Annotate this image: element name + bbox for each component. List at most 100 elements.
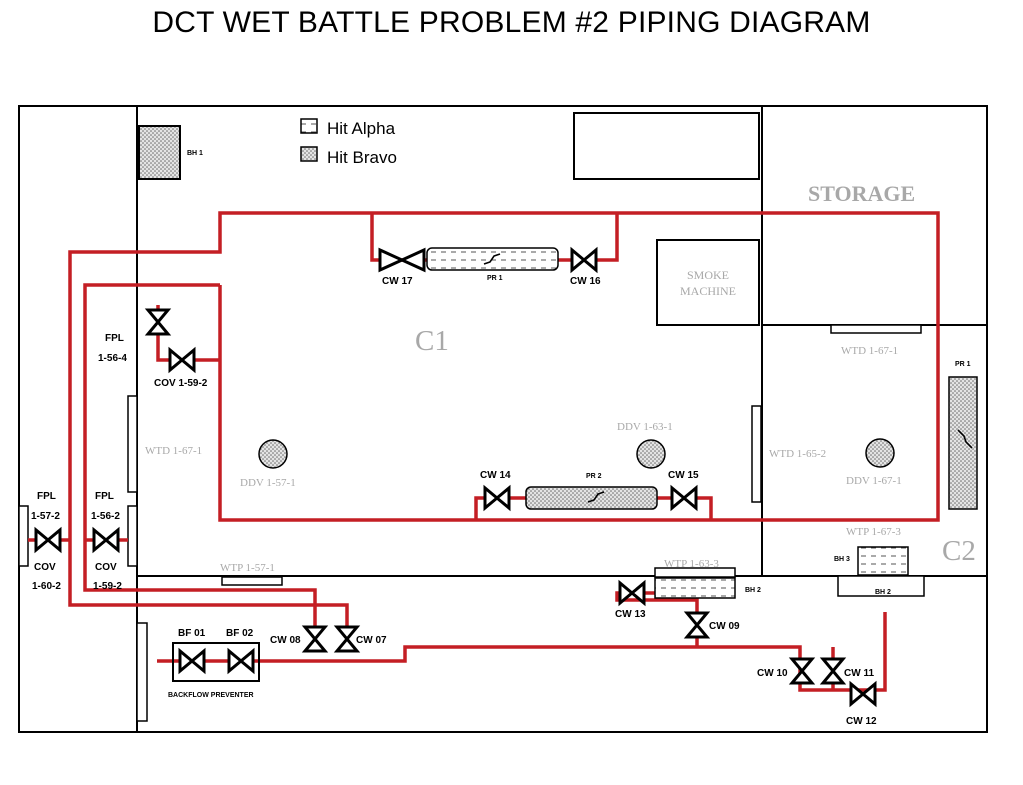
bh2-bottom-label: BH 2 bbox=[875, 589, 891, 596]
wtd-1-67-1-left-label: WTD 1-67-1 bbox=[145, 445, 202, 457]
outer-hull bbox=[18, 105, 988, 733]
bh2-top-label: BH 2 bbox=[745, 587, 761, 594]
compartment-c2-label: C2 bbox=[942, 535, 976, 567]
pr1-right-label: PR 1 bbox=[955, 361, 971, 368]
pr1-top-crack-icon bbox=[483, 253, 501, 265]
pr1-top-label: PR 1 bbox=[487, 275, 503, 282]
inner-riser-pipe bbox=[83, 283, 317, 642]
ddv-1-67-1-label: DDV 1-67-1 bbox=[846, 475, 902, 487]
cw14-valve[interactable] bbox=[483, 484, 511, 512]
storage-label: STORAGE bbox=[808, 181, 915, 206]
ddv-1-57-1-label: DDV 1-57-1 bbox=[240, 477, 296, 489]
cw07-valve[interactable] bbox=[333, 625, 361, 653]
fpl-1-57-2-number: 1-57-2 bbox=[31, 511, 60, 522]
main-loop-pipe bbox=[68, 211, 940, 642]
fpl-1-56-4-number: 1-56-4 bbox=[98, 353, 127, 364]
bh3-label: BH 3 bbox=[834, 556, 850, 563]
cw13-label: CW 13 bbox=[615, 609, 646, 620]
cw09-label: CW 09 bbox=[709, 621, 740, 632]
cw17-valve[interactable] bbox=[378, 247, 426, 273]
pr2-patch bbox=[525, 486, 658, 510]
wtp-1-63-3-label: WTP 1-63-3 bbox=[664, 558, 719, 570]
cw15-valve[interactable] bbox=[670, 484, 698, 512]
ddv-1-63-1-circle bbox=[636, 439, 666, 469]
backflow-preventer-label: BACKFLOW PREVENTER bbox=[168, 692, 254, 699]
bh3-patch bbox=[857, 546, 909, 576]
wtp-1-57-1-label: WTP 1-57-1 bbox=[220, 562, 275, 574]
valve-labels: CW 17 CW 16 CW 14 CW 15 CW 13 CW 09 CW 0… bbox=[31, 276, 877, 727]
cw16-label: CW 16 bbox=[570, 276, 601, 287]
smoke-machine-label-2: MACHINE bbox=[680, 284, 736, 298]
cw16-valve[interactable] bbox=[570, 246, 598, 274]
fpl-1-56-2-number: 1-56-2 bbox=[91, 511, 120, 522]
lower-left-door bbox=[136, 622, 148, 722]
door-fpl-1-56-2 bbox=[127, 505, 138, 567]
cov-1-59-2-bottom-number: 1-59-2 bbox=[93, 581, 122, 592]
cw07-label: CW 07 bbox=[356, 635, 387, 646]
bh1-patch bbox=[138, 125, 181, 180]
hit-bravo-swatch bbox=[300, 146, 318, 162]
door-fpl-1-57-2 bbox=[18, 505, 29, 567]
pr2-crack-icon bbox=[587, 491, 605, 503]
fpl-1-56-4-valve[interactable] bbox=[144, 308, 172, 336]
ddv-1-63-1-label: DDV 1-63-1 bbox=[617, 421, 673, 433]
bf02-label: BF 02 bbox=[226, 628, 254, 639]
wtp-1-57-1-hatch bbox=[221, 576, 283, 586]
wtd-1-65-2-label: WTD 1-65-2 bbox=[769, 448, 826, 460]
backflow-preventer-box bbox=[172, 642, 260, 682]
cw10-label: CW 10 bbox=[757, 668, 788, 679]
lower-main-pipe bbox=[157, 612, 887, 692]
cw11-valve[interactable] bbox=[819, 657, 847, 685]
ddv-1-67-1-circle bbox=[865, 438, 895, 468]
cw10-valve[interactable] bbox=[788, 657, 816, 685]
valves bbox=[34, 246, 877, 708]
fpl-1-56-2-valve[interactable] bbox=[92, 526, 120, 554]
ddv-1-57-1-circle bbox=[258, 439, 288, 469]
fpl-1-57-2-label: FPL bbox=[37, 491, 56, 502]
hit-alpha-swatch bbox=[300, 118, 318, 134]
wtp-1-63-3-hatch bbox=[654, 567, 736, 578]
wtd-left-door bbox=[127, 395, 138, 493]
cov-1-59-2-valve[interactable] bbox=[168, 346, 196, 374]
bf01-label: BF 01 bbox=[178, 628, 206, 639]
cw08-valve[interactable] bbox=[301, 625, 329, 653]
cw17-label: CW 17 bbox=[382, 276, 413, 287]
cw14-label: CW 14 bbox=[480, 470, 511, 481]
plug-labels: PR 1 PR 2 PR 1 BH 1 BH 2 BH 2 BH 3 BACKF… bbox=[168, 150, 971, 699]
bh2-branch-pipe bbox=[615, 591, 699, 647]
legend: Hit Alpha Hit Bravo bbox=[300, 118, 397, 167]
cov-1-59-2-label: COV 1-59-2 bbox=[154, 378, 208, 389]
fpl-1-56-2-label: FPL bbox=[95, 491, 114, 502]
cw11-label: CW 11 bbox=[844, 668, 874, 679]
cw13-valve[interactable] bbox=[618, 579, 646, 607]
wall-fittings bbox=[18, 324, 925, 722]
bh2-lower-hatch bbox=[837, 575, 925, 597]
wtd-1-67-1-door bbox=[830, 324, 922, 334]
fpl-1-56-4-label: FPL bbox=[105, 333, 124, 344]
bf01-valve[interactable] bbox=[178, 647, 206, 675]
pr1-right-crack-icon bbox=[957, 429, 973, 449]
bf02-valve[interactable] bbox=[227, 647, 255, 675]
smoke-machine-box bbox=[656, 239, 760, 326]
diagram-title: DCT WET BATTLE PROBLEM #2 PIPING DIAGRAM bbox=[152, 6, 871, 39]
fpl-1-57-2-valve[interactable] bbox=[34, 526, 62, 554]
compartment-c1-label: C1 bbox=[415, 325, 449, 357]
cw08-label: CW 08 bbox=[270, 635, 301, 646]
cw12-label: CW 12 bbox=[846, 716, 877, 727]
wtp-1-67-3-label: WTP 1-67-3 bbox=[846, 526, 901, 538]
cw15-label: CW 15 bbox=[668, 470, 699, 481]
cov-1-60-2-number: 1-60-2 bbox=[32, 581, 61, 592]
cw12-valve[interactable] bbox=[849, 680, 877, 708]
hit-bravo-label: Hit Bravo bbox=[327, 148, 397, 167]
cov-1-60-2-label: COV bbox=[34, 562, 56, 573]
bh2-top-patch bbox=[654, 577, 736, 599]
cov-1-59-2-bottom-label: COV bbox=[95, 562, 117, 573]
cw09-valve[interactable] bbox=[683, 611, 711, 639]
hit-alpha-label: Hit Alpha bbox=[327, 119, 396, 138]
bh1-label: BH 1 bbox=[187, 150, 203, 157]
pr2-label: PR 2 bbox=[586, 473, 602, 480]
wtd-1-67-1-top-label: WTD 1-67-1 bbox=[841, 345, 898, 357]
wtd-1-65-2-door bbox=[751, 405, 762, 503]
